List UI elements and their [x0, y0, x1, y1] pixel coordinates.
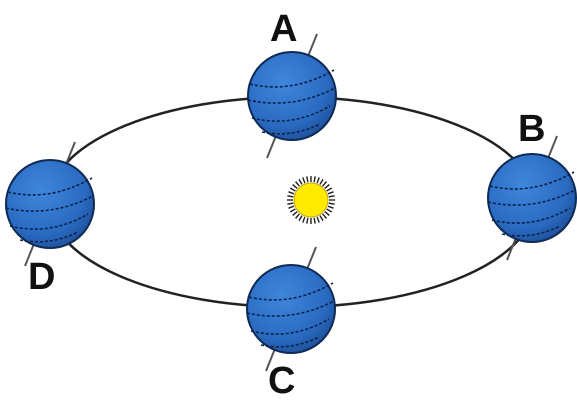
sun-ray: [313, 176, 316, 183]
sun-rays: [287, 176, 335, 224]
label-d: D: [28, 256, 56, 298]
sun-ray: [319, 178, 324, 185]
sun-ray: [306, 217, 309, 224]
sun-ray: [322, 181, 327, 187]
sun-ray: [292, 184, 298, 189]
sun-ray: [328, 202, 335, 205]
earth-position-c: [246, 246, 336, 372]
sun-ray: [287, 202, 294, 205]
label-a: A: [270, 8, 298, 50]
sun-ray: [298, 178, 303, 185]
sun-ray: [316, 216, 320, 223]
sun: [287, 176, 335, 224]
sun-ray: [289, 208, 296, 213]
label-b: B: [518, 108, 546, 150]
sun-ray: [287, 195, 294, 198]
sun-ray: [324, 184, 330, 189]
sun-ray: [322, 213, 327, 219]
sun-ray: [302, 216, 306, 223]
sun-ray: [313, 217, 316, 224]
label-c: C: [268, 360, 296, 402]
sun-ray: [288, 191, 295, 195]
sun-ray: [295, 213, 300, 219]
sun-ray: [327, 191, 334, 195]
earth-position-a: [247, 33, 337, 159]
sun-ray: [326, 187, 333, 192]
sun-ray: [306, 176, 309, 183]
sun-ray: [316, 177, 320, 184]
sun-ray: [302, 177, 306, 184]
sun-ray: [326, 208, 333, 213]
sun-ray: [288, 205, 295, 209]
sun-ray: [319, 215, 324, 222]
sun-disk: [293, 182, 329, 218]
sun-ray: [292, 211, 298, 216]
sun-ray: [295, 181, 300, 187]
sun-ray: [298, 215, 303, 222]
earth-position-b: [487, 135, 577, 261]
sun-ray: [327, 205, 334, 209]
earth-position-d: [5, 141, 95, 267]
sun-ray: [328, 195, 335, 198]
sun-ray: [324, 211, 330, 216]
sun-ray: [289, 187, 296, 192]
